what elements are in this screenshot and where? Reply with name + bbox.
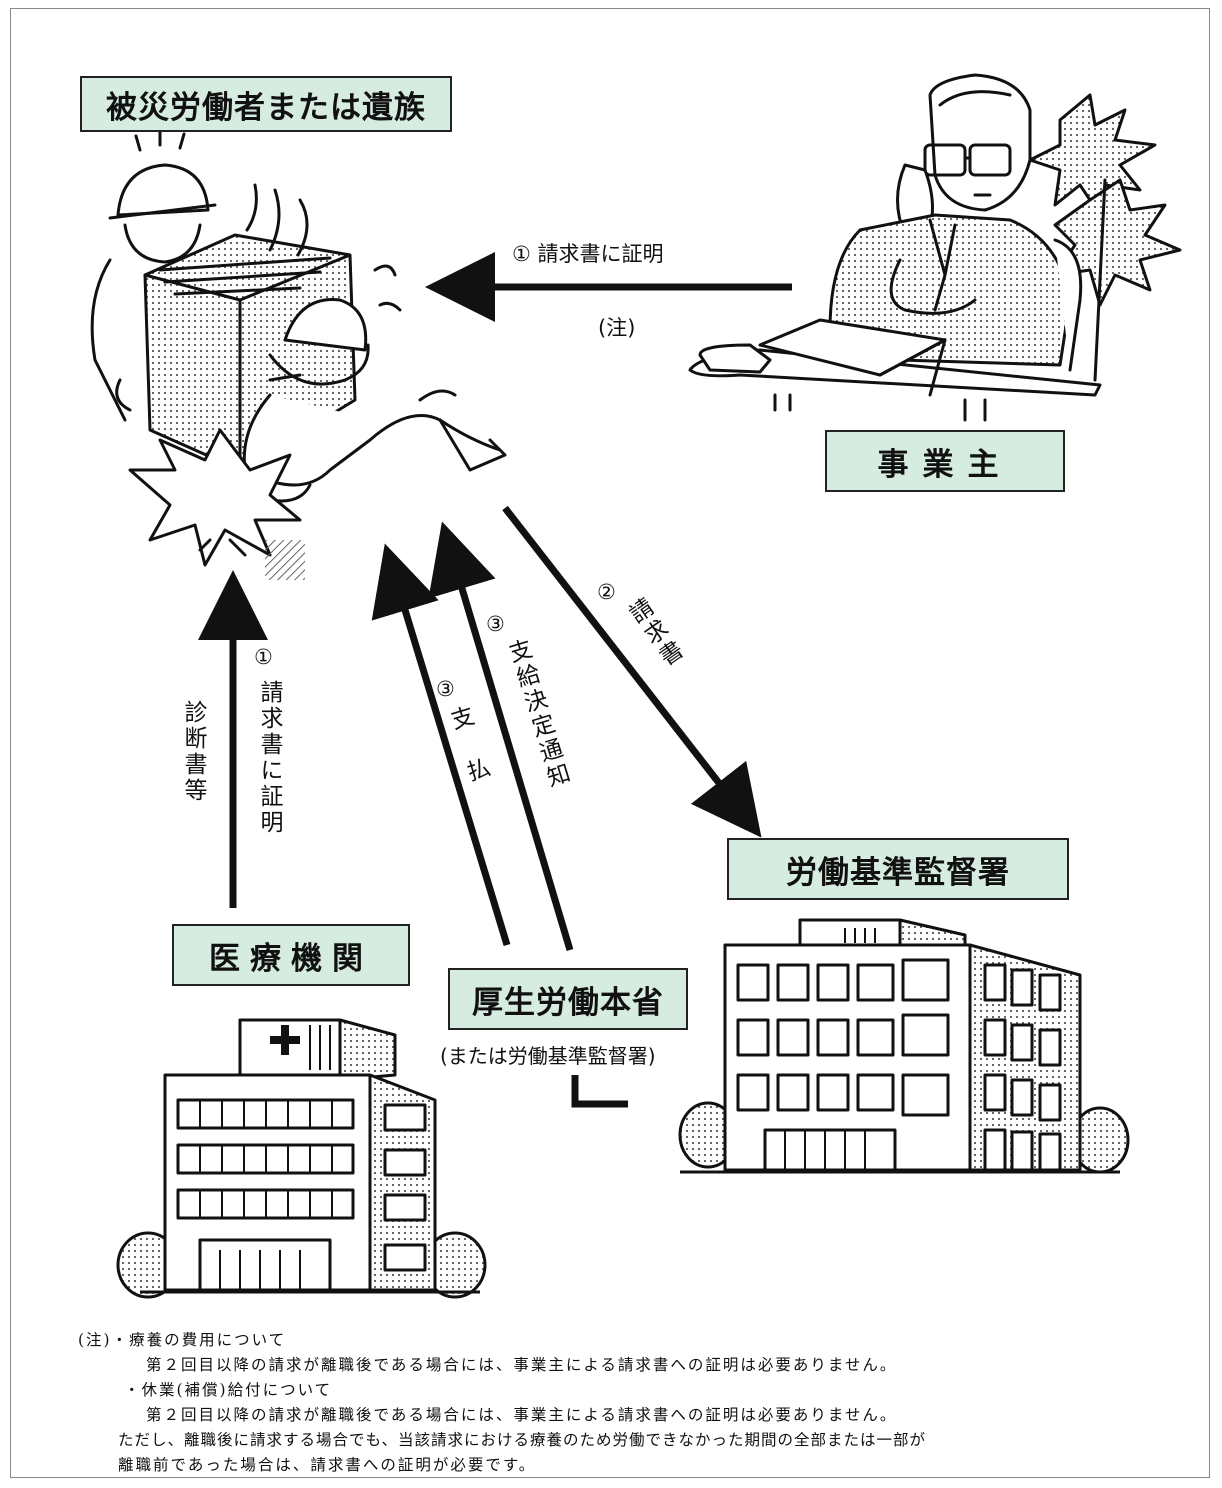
node-victim: 被災労働者または遺族 [80, 76, 452, 132]
flow-arrows [198, 252, 792, 1108]
node-ministry-subtitle: (または労働基準監督署) [440, 1044, 656, 1068]
arrow-claim [502, 505, 762, 838]
note-line-1: (注)・療養の費用について [78, 1331, 287, 1349]
arrow-decision-notice [428, 521, 574, 952]
label-employer-note: (注) [598, 316, 636, 340]
floor-shadow-right [265, 540, 305, 580]
arrow-payment [371, 543, 511, 947]
label-medical-certify: 請求書に証明 [256, 680, 282, 836]
label-medical-diagnosis: 診断書等 [180, 700, 206, 804]
footnotes: (注)・療養の費用について 第２回目以降の請求が離職後である場合には、事業主によ… [78, 1328, 1178, 1478]
label-payment-number: ③ [436, 677, 455, 701]
bureau-illustration [678, 918, 1130, 1174]
note-line-2: 第２回目以降の請求が離職後である場合には、事業主による請求書への証明は必要ありま… [146, 1356, 898, 1374]
node-employer: 事業主 [825, 430, 1065, 492]
label-medical-number: ① [254, 645, 273, 669]
note-line-5: ただし、離職後に請求する場合でも、当該請求における療養のため労働できなかった期間… [118, 1431, 927, 1449]
label-claim-number: ② [597, 580, 616, 604]
hospital-illustration [116, 1018, 487, 1299]
node-bureau: 労働基準監督署 [727, 838, 1069, 900]
accident-illustration [90, 129, 507, 567]
node-medical: 医療機関 [172, 924, 410, 986]
ministry-bracket [571, 1075, 628, 1108]
note-line-4: 第２回目以降の請求が離職後である場合には、事業主による請求書への証明は必要ありま… [146, 1406, 898, 1424]
employer-illustration [688, 73, 1182, 422]
figure-frame [10, 8, 1210, 1478]
node-ministry: 厚生労働本省 [448, 968, 688, 1030]
label-decision-number: ③ [486, 612, 505, 636]
label-employer-certify: ① 請求書に証明 [512, 242, 664, 266]
note-line-3: ・休業(補償)給付について [124, 1381, 333, 1399]
note-line-6: 離職前であった場合は、請求書への証明が必要です。 [118, 1456, 537, 1474]
